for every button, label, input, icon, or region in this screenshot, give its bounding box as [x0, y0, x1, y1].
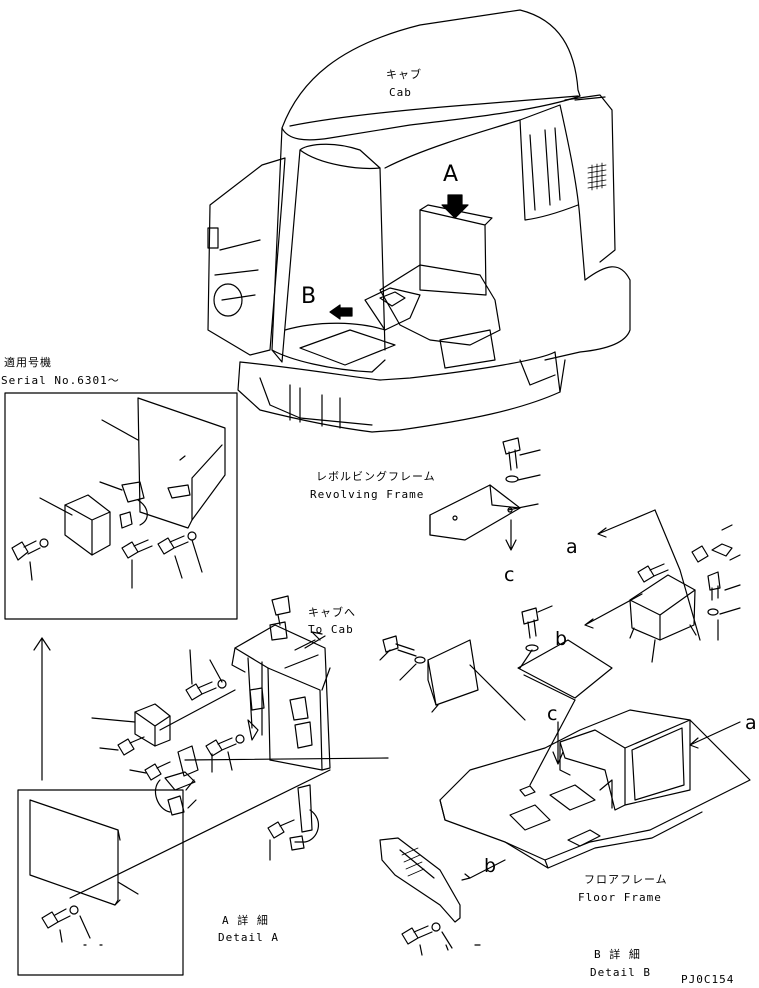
detail-b-label-jp: B 詳 細: [594, 948, 641, 961]
floor-frame-label-jp: フロアフレーム: [584, 873, 668, 886]
callout-b-lower: b: [484, 855, 497, 877]
callout-B: B: [301, 284, 317, 309]
serial-label-jp: 適用号機: [4, 356, 52, 369]
floor-frame-label-en: Floor Frame: [578, 891, 662, 904]
right-parts: [380, 438, 740, 785]
callout-b-upper: b: [555, 628, 568, 650]
callout-A: A: [443, 162, 459, 187]
detail-a-box: [18, 790, 183, 975]
serial-detail-box: [5, 393, 237, 619]
callout-a-upper: a: [566, 536, 578, 558]
detail-a-label-en: Detail A: [218, 931, 279, 944]
serial-label-en: Serial No.6301～: [1, 374, 120, 387]
to-cab-label-en: To Cab: [308, 623, 354, 636]
callout-c-upper: c: [504, 564, 515, 586]
cab-assembly: [208, 10, 630, 432]
to-cab-label-jp: キャブへ: [308, 606, 356, 619]
part-code: PJ0C154: [681, 973, 735, 986]
detail-a-label-jp: A 詳 細: [222, 914, 269, 927]
callout-c-lower: c: [547, 703, 558, 725]
revolving-frame-label-en: Revolving Frame: [310, 488, 425, 501]
cab-label-en: Cab: [389, 86, 412, 99]
cab-label-jp: キャブ: [386, 68, 422, 81]
detail-b-label-en: Detail B: [590, 966, 651, 979]
up-arrow: [34, 638, 50, 780]
floor-frame: [380, 710, 750, 955]
revolving-frame-label-jp: レボルビングフレーム: [316, 470, 436, 483]
electrical-panel: [70, 596, 388, 898]
callout-a-lower: a: [745, 712, 757, 734]
